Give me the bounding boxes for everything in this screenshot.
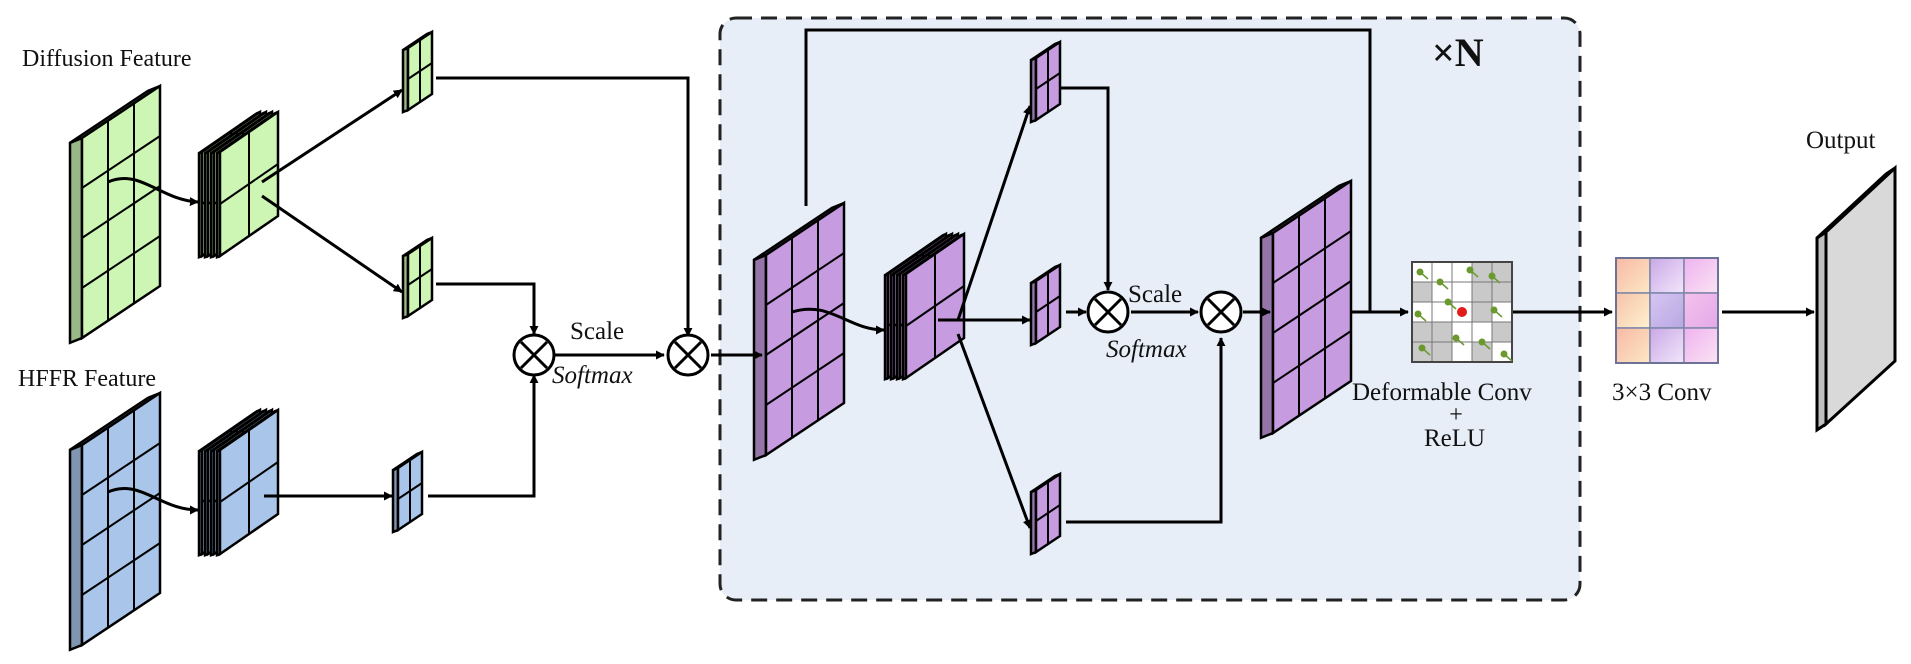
deformable-kernel-icon (1411, 261, 1513, 363)
output-label: Output (1806, 127, 1876, 154)
fused-feature-map (752, 200, 846, 462)
to-purple-query (956, 105, 1032, 321)
purple-query-down (1060, 86, 1113, 291)
feature-maps (68, 29, 1353, 652)
purple-query-map (1029, 39, 1062, 124)
output-map (1815, 164, 1897, 433)
hffr-inner-arrow (107, 486, 199, 515)
diffusion-query-to-mul2 (436, 76, 693, 337)
multiply-op-1 (512, 333, 556, 377)
hffr-feature-map (68, 390, 162, 652)
repeat-block-panel (718, 16, 1582, 602)
repeat-count-label: ×N (1432, 30, 1484, 75)
relu-label: ReLU (1424, 425, 1485, 452)
deformable-conv-label: Deformable Conv (1352, 379, 1532, 406)
hffr-value-to-mul1 (428, 374, 539, 498)
hffr-stack (197, 407, 280, 558)
purple-stack (883, 231, 966, 382)
diffusion-query-map (401, 29, 434, 114)
diffusion-stack (197, 109, 280, 260)
purple-value-map (1029, 471, 1062, 556)
hffr-feature-label: HFFR Feature (18, 366, 156, 392)
to-purple-value (956, 333, 1032, 529)
multiply-op-2 (666, 333, 710, 377)
purple-value-to-mul4 (1066, 337, 1226, 524)
multiply-op-3 (1086, 290, 1130, 334)
multiply-op-4 (1199, 290, 1243, 334)
plus-label: + (1449, 402, 1463, 428)
to-diffusion-key (261, 194, 403, 294)
diffusion-key-to-mul1 (436, 282, 539, 335)
operators (512, 290, 1243, 377)
hffr-value-map (391, 449, 424, 534)
scale-label-1: Scale (570, 318, 624, 345)
to-diffusion-query (261, 88, 403, 184)
diffusion-feature-label: Diffusion Feature (22, 46, 192, 72)
diffusion-key-map (401, 235, 434, 320)
connectors (107, 28, 1815, 529)
scale-label-2: Scale (1128, 281, 1182, 308)
softmax-label-2: Softmax (1106, 336, 1187, 363)
conv3x3-kernel-icon (1615, 257, 1719, 364)
softmax-label-1: Softmax (552, 362, 633, 389)
conv3x3-label: 3×3 Conv (1612, 379, 1712, 406)
diffusion-inner-arrow (107, 176, 199, 207)
purple-key-map (1029, 262, 1062, 347)
attended-feature-map (1259, 178, 1353, 440)
diffusion-feature-map (68, 83, 162, 345)
fused-inner-arrow (791, 307, 885, 335)
